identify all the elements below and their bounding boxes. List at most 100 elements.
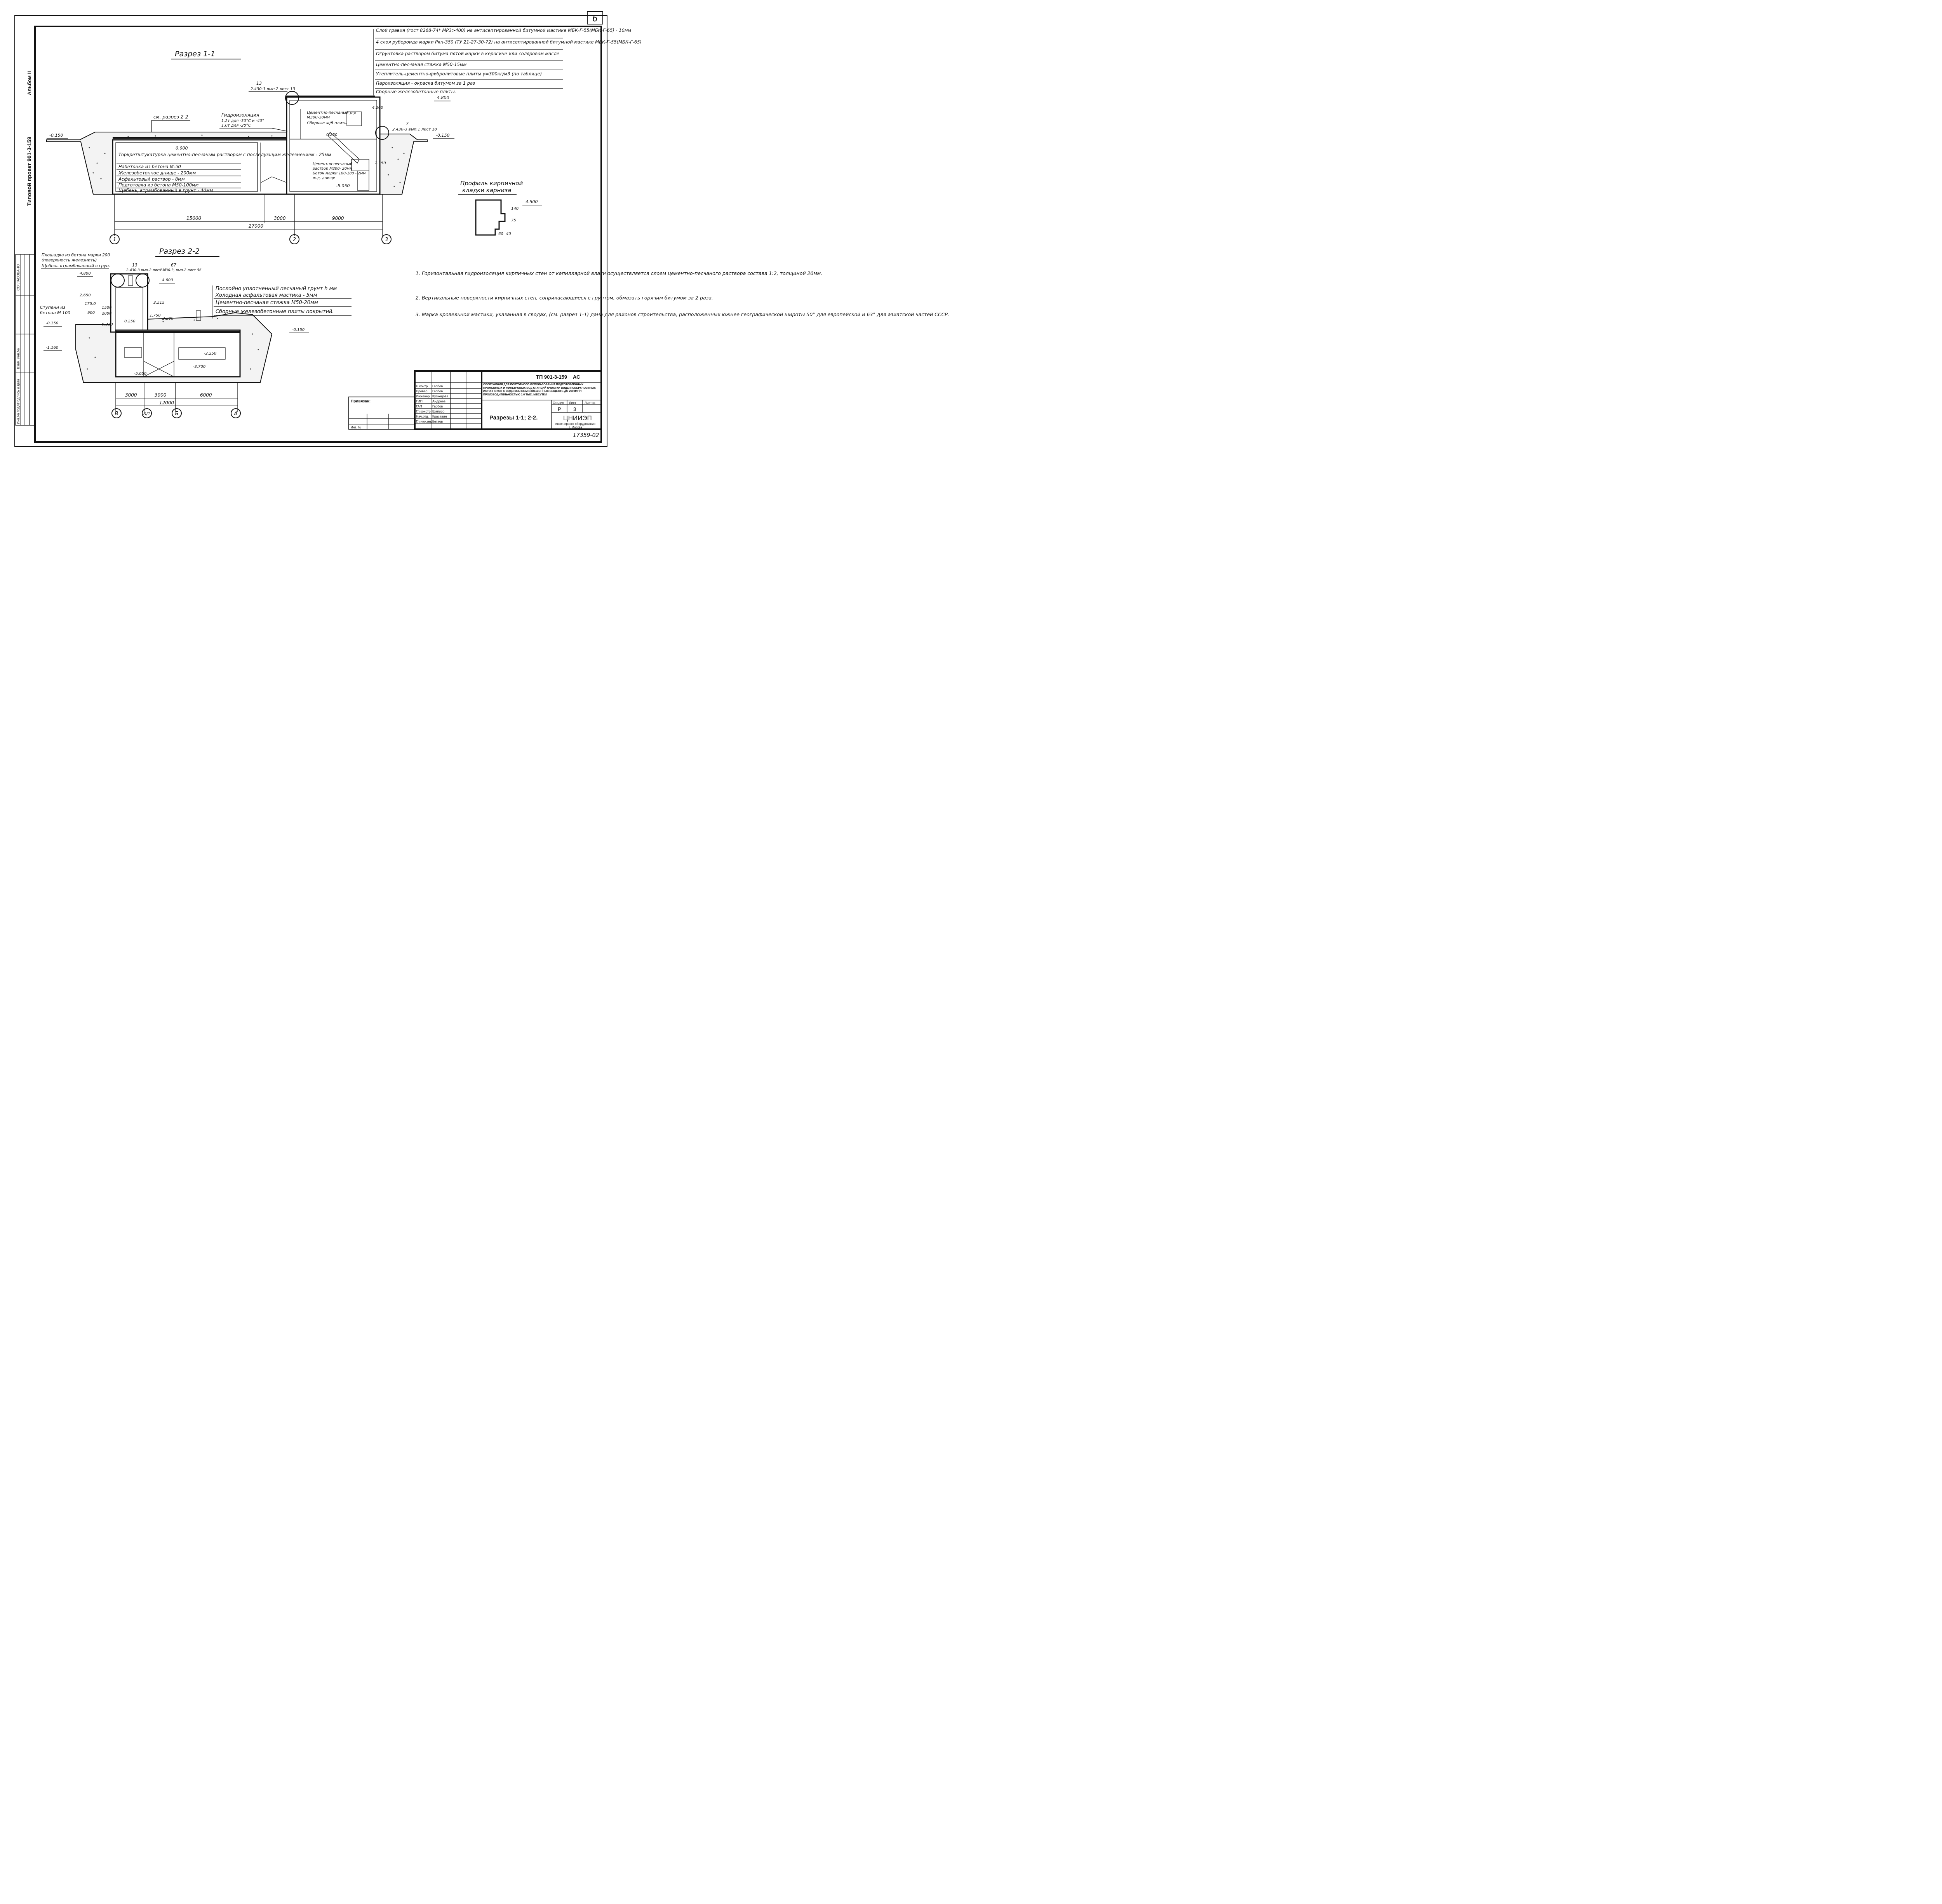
org-city: г. Москва	[569, 426, 582, 429]
roof-layer-callouts: Слой гравия (гост 8268-74* МР3>400) на а…	[373, 28, 642, 97]
room-top-notes: Цементно-песчаный р-р М300-30мм Сборные …	[307, 111, 356, 125]
sheets-header: Листов	[585, 401, 595, 405]
s22-level-minus-0150-r: -0.150	[292, 328, 305, 332]
name-2: Гасбов	[432, 389, 443, 393]
floor-note-2: раствор М200- 20мм	[312, 167, 352, 171]
s22-level-minus-3700: -3.700	[193, 365, 205, 369]
name-8: Кетаов	[432, 419, 443, 423]
role-3: Инженер	[416, 394, 430, 398]
dim-15000: 15000	[186, 216, 202, 221]
s22-layer-2: Холодная асфальтовая мастика - 5мм	[215, 292, 317, 298]
s22-level-4600: 4.600	[162, 278, 173, 282]
top-note-1: Площадка из бетона марки 200	[42, 253, 110, 258]
roof-layer-2: 4 слоя рубероида марки Ркп-350 (ТУ 21-27…	[376, 39, 642, 45]
detail-67-num: 67	[171, 263, 176, 268]
cornice-brick	[475, 199, 506, 236]
section-2-2: Разрез 2-2 Площадка из бетона марки 200 …	[40, 247, 352, 418]
top-note-2: (поверхность железнить)	[42, 258, 97, 263]
s22-level-minus-5050: -5.050	[134, 372, 146, 376]
cornice-dim-75: 75	[511, 218, 516, 223]
org-sub: инженерного оборудования	[555, 422, 595, 426]
drawing-sheet: 6 Альбом II Типовой проект 901-3-159 СОГ…	[14, 11, 949, 447]
title-block: ТП 901-3-159 АС Сооружения для повторног…	[348, 370, 602, 430]
roof-layer-3: Огрунтовка раствором битума пятой марки …	[376, 51, 559, 56]
cornice-title-1: Профиль кирпичной	[460, 180, 523, 187]
detail-7-num: 7	[406, 121, 409, 126]
vent-1	[128, 275, 133, 286]
room-note-1: Цементно-песчаный р-р	[307, 111, 356, 115]
approval-strip: СОГЛАСОВАНО Взам. инв.№ Подпись и дата И…	[15, 254, 35, 426]
name-7: Красавин	[432, 414, 447, 418]
detail-67-marker	[136, 273, 150, 287]
name-4: Андреев	[432, 399, 446, 403]
axis-b1: Б/1	[143, 411, 150, 416]
s22-layer-4: Сборные железобетонные плиты покрытий.	[216, 309, 334, 315]
floor-notes: Цементно-песчаный раствор М200- 20мм Бет…	[312, 162, 365, 180]
axis-v: В	[115, 411, 118, 417]
drawing-frame	[34, 26, 602, 443]
axis-a: А	[234, 411, 238, 417]
roof-layer-4: Цементно-песчаная стяжка М50-15мм	[376, 62, 467, 67]
vent-2	[196, 310, 201, 321]
section-2-2-dimensions: 3000 3000 6000 12000	[115, 383, 238, 412]
axis-1: 1	[113, 237, 116, 243]
cornice-title-2: кладки карниза	[462, 187, 511, 194]
section-2-2-roof-layers: Послойно уплотненный песчаный грунт h мм…	[212, 285, 352, 318]
dim-9000: 9000	[332, 216, 344, 221]
general-notes: 1. Горизонтальная гидроизоляция кирпичны…	[416, 270, 949, 317]
cornice-dim-140: 140	[511, 207, 519, 211]
detail-13-marker	[285, 91, 299, 105]
role-6: Гл.констр.	[416, 409, 432, 413]
s22-level-0250: 0.250	[124, 319, 136, 324]
room-note-3: Сборные ж/б плиты	[307, 121, 347, 125]
roof-layer-1: Слой гравия (гост 8268-74* МР3>400) на а…	[376, 28, 631, 33]
cornice-level: 4.500	[526, 199, 538, 204]
pump-house	[286, 96, 381, 195]
cornice-dim-40: 40	[506, 232, 511, 236]
name-3: Кузнецова	[432, 394, 448, 398]
detail-7-marker	[375, 126, 389, 140]
tank-layer-3: Железобетонное днище - 200мм	[118, 170, 196, 176]
role-5: ГАП	[416, 404, 422, 408]
s22-level-0230: 0.230	[102, 322, 113, 327]
dim-27000: 27000	[249, 223, 264, 229]
level-2150: 2.150	[375, 161, 386, 165]
detail-7-ref: 2.430-3 вып.1 лист 10	[392, 127, 437, 132]
name-5: Гасбов	[432, 404, 443, 408]
soil-texture-2	[87, 318, 259, 370]
s22-level-minus-2250: -2.250	[204, 352, 216, 356]
waterproofing-line-1: 1,2т для -30°С и -40°	[221, 119, 264, 123]
cornice-dim-60: 60	[498, 232, 503, 236]
steps-note-1: Ступени из	[40, 305, 66, 310]
roof-layer-6: Пароизоляция - окраска битумом за 1 раз	[376, 80, 475, 86]
name-1: Гасбов	[432, 384, 443, 388]
tank-layer-2: Набетонка из бетона М-50	[118, 164, 181, 169]
s22-dim-1500: 1500	[102, 306, 111, 310]
title-sheet-mark: АС	[573, 374, 580, 380]
see-section-2-2: см. разрез 2-2	[153, 114, 188, 120]
level-minus-0150-left: -0.150	[49, 133, 63, 138]
sheet-number-box	[587, 11, 603, 24]
tank-layer-5: Подготовка из бетона М50-100мм	[118, 182, 199, 188]
roof-layer-5: Утеплитель-цементно-фибролитовые плиты γ…	[376, 71, 542, 77]
role-1: Н.контр.	[416, 384, 429, 388]
axis-2: 2	[293, 237, 296, 243]
s22-dim-900: 900	[87, 311, 95, 315]
org-name: ЦНИИЭП	[563, 414, 592, 422]
s22-dim-1750: 175.0	[85, 302, 96, 306]
title-description-box: Сооружения для повторного использования …	[483, 383, 596, 396]
privyazan-label: Привязан:	[351, 399, 371, 404]
drawing-title: Разрезы 1-1; 2-2.	[489, 414, 538, 421]
role-8: Гл.инж.инст.	[416, 419, 435, 423]
signatures: Н.контр. Гасбов Провер. Гасбов Инженер К…	[416, 384, 448, 423]
sheet-header: Лист	[569, 401, 576, 405]
detail-13-num: 13	[256, 81, 262, 86]
level-minus-0150-right: -0.150	[436, 133, 449, 138]
s22-dim-3000-b: 3000	[155, 392, 167, 398]
floor-note-3: Бетон марки 100-180 - 2мм	[313, 171, 365, 176]
s22-dim-12000: 12000	[159, 400, 174, 406]
strip-field-2: Подпись и дата	[16, 379, 20, 404]
waterproofing-line-2: 1,0т для -20°С	[221, 124, 251, 128]
dim-3000: 3000	[274, 216, 286, 221]
tank-layer-notes: Торкретштукатурка цементно-песчаным раст…	[117, 152, 331, 193]
